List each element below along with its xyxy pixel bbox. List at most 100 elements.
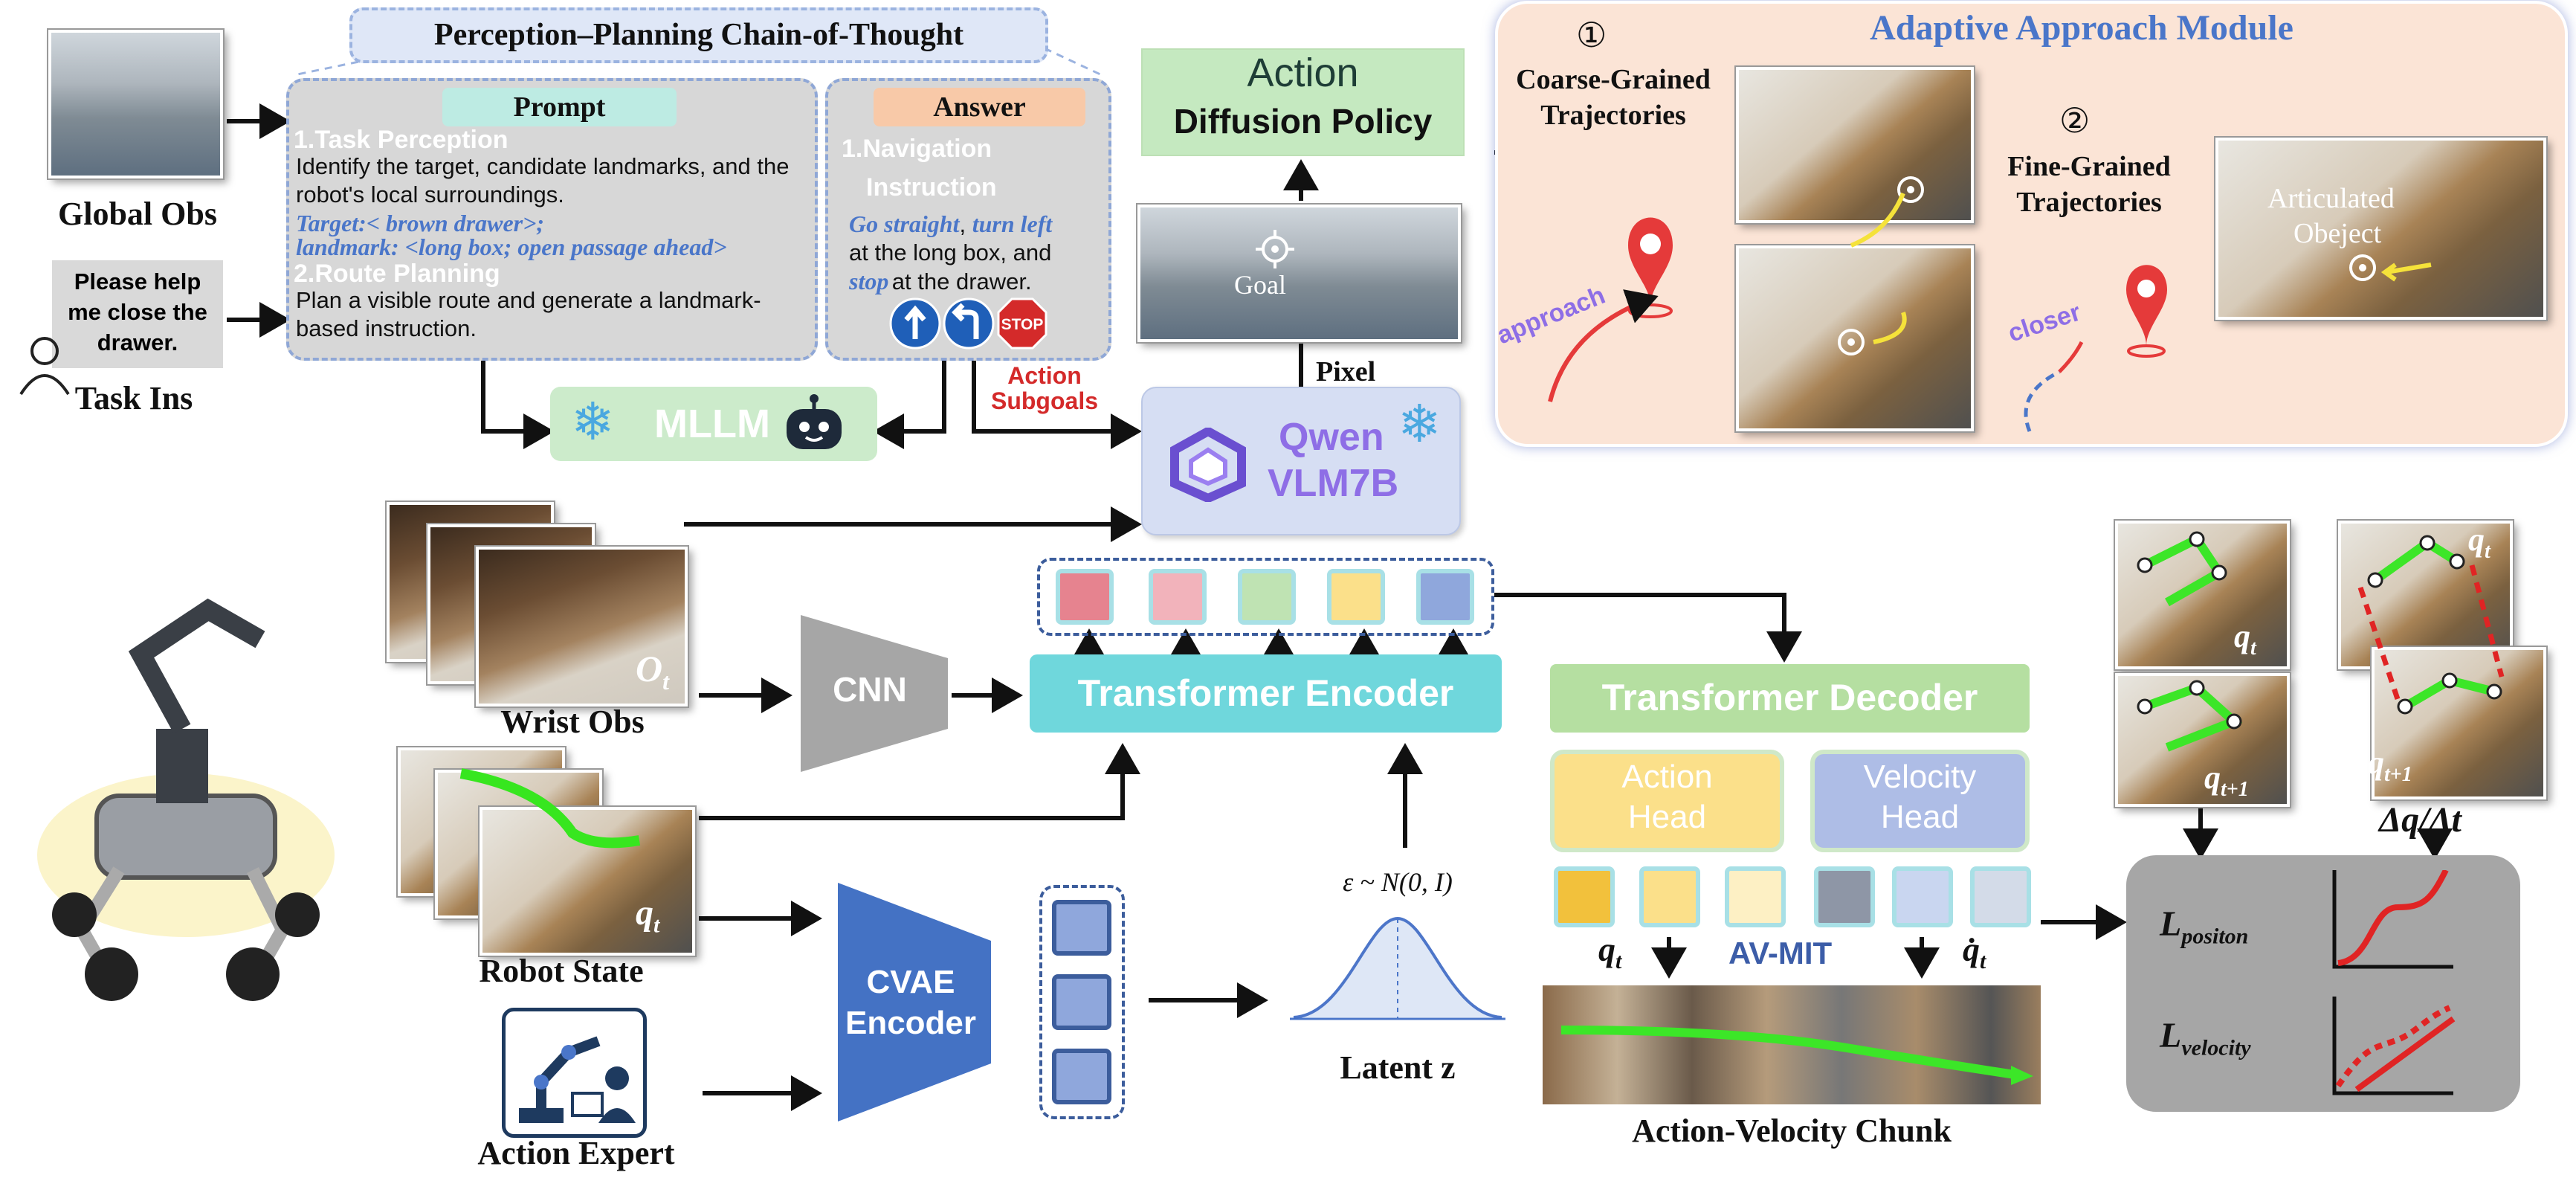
vlm-label: VLM7B bbox=[1268, 462, 1399, 505]
latent-label: Latent z bbox=[1340, 1049, 1456, 1086]
delta-q-label: Δq/Δt bbox=[2379, 800, 2462, 840]
answer-label: Answer bbox=[874, 88, 1085, 126]
action-token-3 bbox=[1725, 866, 1786, 927]
prompt-heading-1: 1.Task Perception bbox=[294, 126, 509, 154]
robot-state-sub: t bbox=[653, 913, 660, 938]
cot-bracket-left bbox=[297, 47, 425, 76]
action-subgoals-label: Action Subgoals bbox=[978, 363, 1111, 413]
coarse-crosshair-icon-2 bbox=[1838, 329, 1865, 355]
qt-label: qt bbox=[1598, 930, 1621, 974]
loss-qt-symbol: q bbox=[2234, 618, 2250, 654]
encoder-token-3 bbox=[1238, 569, 1296, 625]
answer-heading-1: 1.Navigation bbox=[842, 135, 992, 163]
answer-heading-1b: Instruction bbox=[866, 173, 997, 202]
chunk-trajectory-arrow bbox=[1560, 1026, 2033, 1085]
pose-diff-qt-sub: t bbox=[2485, 539, 2491, 563]
loss-qt1-label: qt+1 bbox=[2204, 759, 2249, 802]
pose-diff-qt1-label: qt+1 bbox=[2368, 744, 2412, 787]
answer-text-2: at the drawer. bbox=[891, 268, 1032, 294]
user-icon bbox=[19, 337, 70, 396]
velocity-head-line2: Head bbox=[1880, 799, 1960, 835]
pose-diff-qt-symbol: q bbox=[2468, 521, 2485, 558]
action-token-1 bbox=[1554, 866, 1615, 927]
robot-state-symbol: qt bbox=[636, 892, 659, 939]
qdot-sub: t bbox=[1980, 949, 1986, 974]
pose-diff-qt1-symbol: q bbox=[2368, 744, 2384, 781]
arrow-robot-state-to-encoder bbox=[699, 743, 1140, 820]
qdot-label: q̇t bbox=[1963, 930, 1986, 974]
velocity-head-line1: Velocity bbox=[1863, 759, 1977, 795]
wrist-obs-label: Wrist Obs bbox=[500, 704, 645, 740]
answer-turn-left: turn left bbox=[972, 210, 1053, 237]
cvae-token-2 bbox=[1052, 974, 1111, 1030]
action-head-line1: Action bbox=[1621, 759, 1713, 795]
encoder-token-5 bbox=[1416, 569, 1474, 625]
step1-number: ① bbox=[1576, 15, 1607, 55]
answer-text-1: at the long box, and bbox=[849, 239, 1052, 265]
straight-arrow-icon bbox=[889, 297, 941, 350]
action-token-2 bbox=[1639, 866, 1700, 927]
diffusion-policy-title: Diffusion Policy bbox=[1173, 102, 1433, 141]
cvae-token-1 bbox=[1052, 900, 1111, 956]
cot-title: Perception–Planning Chain-of-Thought bbox=[349, 7, 1048, 63]
cvae-token-group bbox=[1039, 885, 1125, 1119]
navigation-signs: STOP bbox=[889, 297, 1047, 350]
loss-qt1-symbol: q bbox=[2204, 759, 2221, 796]
loss-velocity-label: Lvelocity bbox=[2160, 1015, 2251, 1061]
transformer-encoder bbox=[1030, 654, 1502, 733]
encoder-token-2 bbox=[1149, 569, 1207, 625]
task-ins-label: Task Ins bbox=[74, 380, 193, 416]
policy-box bbox=[1141, 48, 1465, 156]
pose-skeleton-overlays bbox=[2137, 531, 2505, 752]
wrist-symbol: Ot bbox=[636, 647, 669, 695]
coarse-grained-label: Coarse-Grained Trajectories bbox=[1502, 62, 1725, 133]
closer-pin-and-curve bbox=[2024, 265, 2167, 432]
robot-state-image-3 bbox=[480, 807, 695, 956]
encoder-token-4 bbox=[1327, 569, 1385, 625]
position-curve bbox=[2337, 870, 2449, 966]
prompt-panel bbox=[286, 78, 818, 361]
stop-sign-icon: STOP bbox=[997, 297, 1047, 350]
adaptive-title: Adaptive Approach Module bbox=[1870, 8, 2293, 48]
answer-stop: stop bbox=[849, 268, 889, 294]
action-subgoals-line2: Subgoals bbox=[990, 387, 1098, 414]
loss-qt-label: qt bbox=[2234, 617, 2256, 660]
velocity-curve-solid bbox=[2354, 1016, 2456, 1092]
qt-sub: t bbox=[1615, 949, 1622, 974]
goal-label: Goal bbox=[1234, 270, 1286, 300]
pose-diff-image-2 bbox=[2372, 647, 2546, 799]
pose-diff-qt-label: qt bbox=[2468, 521, 2491, 564]
loss-qt-sub: t bbox=[2250, 636, 2256, 660]
qwen-label: Qwen bbox=[1279, 416, 1384, 459]
encoder-token-group bbox=[1037, 558, 1494, 636]
cnn-block: CNN bbox=[801, 615, 948, 772]
coarse-image-2 bbox=[1736, 245, 1974, 431]
velocity-curve-dashed bbox=[2335, 1005, 2451, 1088]
cvae-label-1: CVAE bbox=[867, 964, 955, 1000]
cvae-token-3 bbox=[1052, 1049, 1111, 1104]
action-expert-icon bbox=[502, 1008, 647, 1138]
loss-curves bbox=[2332, 870, 2456, 1095]
qwen-snowflake-icon: ❄ bbox=[1398, 395, 1442, 453]
av-mit-label: AV-MIT bbox=[1728, 936, 1833, 971]
qwen-logo-icon bbox=[1170, 428, 1246, 502]
coarse-yellow-arrows bbox=[1850, 192, 1907, 344]
cot-bracket-right bbox=[1044, 47, 1101, 76]
robot-state-label: Robot State bbox=[479, 953, 644, 989]
transformer-encoder-label: Transformer Encoder bbox=[1077, 672, 1454, 714]
answer-go-straight: Go straight bbox=[849, 210, 960, 237]
action-title: Action bbox=[1247, 51, 1359, 95]
robot-image bbox=[30, 543, 342, 1004]
goal-image bbox=[1137, 205, 1461, 342]
velocity-token-3 bbox=[1970, 866, 2031, 927]
loss-velocity-sub: velocity bbox=[2181, 1035, 2251, 1060]
quadruped-robot-icon bbox=[37, 598, 335, 1001]
prompt-heading-2: 2.Route Planning bbox=[294, 260, 500, 288]
velocity-token-1 bbox=[1814, 866, 1875, 927]
loss-position-label: Lpositon bbox=[2160, 904, 2248, 950]
pose-diff-qt1-sub: t+1 bbox=[2384, 762, 2412, 786]
loss-panel bbox=[2126, 855, 2520, 1112]
prompt-label: Prompt bbox=[442, 88, 677, 126]
